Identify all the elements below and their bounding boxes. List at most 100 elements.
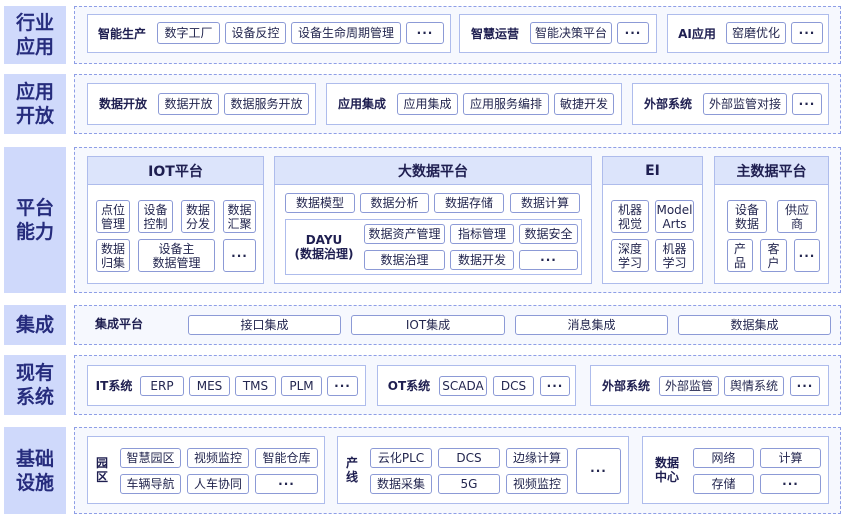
more-chip: ··· — [255, 474, 318, 494]
chip-data-asset-management: 数据资产管理 — [364, 224, 445, 244]
chip-customer: 客 户 — [760, 239, 787, 272]
group-header: 主数据平台 — [715, 157, 828, 185]
group-master-data-platform: 主数据平台 设备 数据 供应 商 产 品 客 户 ··· — [714, 156, 829, 284]
group-header: EI — [603, 157, 702, 185]
integration-title: 集成平台 — [94, 317, 143, 331]
group-data-open: 数据开放 数据开放 数据服务开放 — [87, 83, 316, 125]
dayu-subgroup: DAYU (数据治理) 数据资产管理 指标管理 数据安全 数据治理 数据开发 ·… — [285, 219, 582, 275]
more-chip: ··· — [576, 448, 621, 494]
chip-deep-learning: 深度 学习 — [611, 239, 649, 272]
chip-device-control: 设备 控制 — [138, 200, 173, 233]
chip-plm: PLM — [281, 376, 322, 396]
chip-smart-warehouse: 智能仓库 — [255, 448, 318, 468]
chip-edge-computing: 边缘计算 — [506, 448, 568, 468]
more-chip: ··· — [617, 22, 649, 44]
chip-dcs: DCS — [438, 448, 500, 468]
group-title: 数据 中心 — [654, 456, 679, 484]
chip-digital-factory: 数字工厂 — [157, 22, 220, 44]
group-title: AI应用 — [678, 26, 716, 41]
group-production-line: 产 线 云化PLC DCS 边缘计算 数据采集 5G 视频监控 ··· — [337, 436, 629, 504]
chip-data-security: 数据安全 — [519, 224, 578, 244]
more-chip: ··· — [760, 474, 821, 494]
chip-device-data: 设备 数据 — [727, 200, 767, 233]
chip-kiln-optimization: 窑磨优化 — [726, 22, 786, 44]
group-title: 外部系统 — [643, 97, 692, 111]
chip-data-governance: 数据治理 — [364, 250, 445, 270]
group-title: 园 区 — [95, 456, 108, 484]
chip-data-integration: 数据集成 — [678, 315, 831, 335]
more-chip: ··· — [790, 376, 820, 396]
group-iot-platform: IOT平台 点位 管理 设备 控制 数据 分发 数据 汇聚 数据 归集 设备主 … — [87, 156, 264, 284]
more-chip: ··· — [327, 376, 358, 396]
group-external-system: 外部系统 外部监管 舆情系统 ··· — [590, 365, 829, 406]
chip-data-collection: 数据 归集 — [96, 239, 130, 272]
layer-label-industry: 行业 应用 — [4, 6, 66, 64]
chip-data-aggregation: 数据 汇聚 — [223, 200, 256, 233]
group-ei: EI 机器 视觉 Model Arts 深度 学习 机器 学习 — [602, 156, 703, 284]
group-title: 数据开放 — [98, 97, 147, 111]
dayu-title: DAYU (数据治理) — [294, 233, 354, 261]
chip-5g: 5G — [438, 474, 500, 494]
chip-iot-integration: IOT集成 — [351, 315, 505, 335]
chip-external-regulation: 外部监管对接 — [703, 93, 787, 115]
chip-point-management: 点位 管理 — [96, 200, 130, 233]
group-header: 大数据平台 — [275, 157, 591, 185]
chip-data-service-open: 数据服务开放 — [224, 93, 309, 115]
group-ai-application: AI应用 窑磨优化 ··· — [667, 14, 829, 53]
chip-modelarts: Model Arts — [655, 200, 694, 233]
chip-agile-dev: 敏捷开发 — [554, 93, 614, 115]
chip-mes: MES — [189, 376, 230, 396]
chip-scada: SCADA — [439, 376, 487, 396]
group-bigdata-platform: 大数据平台 数据模型 数据分析 数据存储 数据计算 DAYU (数据治理) 数据… — [274, 156, 592, 284]
chip-interface-integration: 接口集成 — [188, 315, 341, 335]
group-data-center: 数据 中心 网络 计算 存储 ··· — [642, 436, 829, 504]
chip-data-storage: 数据存储 — [434, 193, 504, 213]
chip-message-integration: 消息集成 — [515, 315, 668, 335]
chip-video-monitoring: 视频监控 — [506, 474, 568, 494]
chip-product: 产 品 — [727, 239, 753, 272]
group-app-integration: 应用集成 应用集成 应用服务编排 敏捷开发 — [326, 83, 622, 125]
chip-data-model: 数据模型 — [285, 193, 355, 213]
chip-cloud-plc: 云化PLC — [370, 448, 432, 468]
more-chip: ··· — [406, 22, 444, 44]
more-chip: ··· — [791, 22, 823, 44]
group-park: 园 区 智慧园区 视频监控 智能仓库 车辆导航 人车协同 ··· — [87, 436, 325, 504]
layer-label-open: 应用 开放 — [4, 74, 66, 134]
chip-machine-learning: 机器 学习 — [655, 239, 694, 272]
group-ot-system: OT系统 SCADA DCS ··· — [377, 365, 576, 406]
chip-supplier: 供应 商 — [777, 200, 817, 233]
chip-storage: 存储 — [693, 474, 754, 494]
chip-data-development: 数据开发 — [450, 250, 514, 270]
group-title: 智慧运营 — [470, 26, 519, 41]
group-title: 外部系统 — [601, 378, 650, 393]
chip-erp: ERP — [140, 376, 184, 396]
chip-machine-vision: 机器 视觉 — [611, 200, 649, 233]
chip-app-integration: 应用集成 — [397, 93, 458, 115]
group-title: 智能生产 — [97, 26, 146, 41]
more-chip: ··· — [794, 239, 820, 272]
chip-service-orchestration: 应用服务编排 — [463, 93, 549, 115]
chip-data-distribution: 数据 分发 — [181, 200, 215, 233]
chip-public-opinion: 舆情系统 — [724, 376, 784, 396]
group-header: IOT平台 — [88, 157, 263, 185]
group-it-system: IT系统 ERP MES TMS PLM ··· — [87, 365, 366, 406]
group-title: 应用集成 — [337, 97, 386, 111]
chip-decision-platform: 智能决策平台 — [530, 22, 612, 44]
chip-device-lifecycle: 设备生命周期管理 — [291, 22, 401, 44]
group-smart-operation: 智慧运营 智能决策平台 ··· — [459, 14, 657, 53]
group-title: 产 线 — [345, 456, 358, 484]
chip-metric-management: 指标管理 — [450, 224, 514, 244]
chip-data-acquisition: 数据采集 — [370, 474, 432, 494]
chip-data-open: 数据开放 — [158, 93, 219, 115]
layer-label-existing: 现有 系统 — [4, 355, 66, 415]
chip-human-vehicle-collab: 人车协同 — [187, 474, 249, 494]
chip-video-surveillance: 视频监控 — [187, 448, 249, 468]
group-title: OT系统 — [387, 378, 431, 393]
group-external-system-open: 外部系统 外部监管对接 ··· — [632, 83, 829, 125]
layer-label-integration: 集成 — [4, 305, 66, 345]
chip-data-analysis: 数据分析 — [360, 193, 429, 213]
chip-smart-park: 智慧园区 — [120, 448, 181, 468]
chip-vehicle-navigation: 车辆导航 — [120, 474, 181, 494]
chip-external-supervision: 外部监管 — [659, 376, 719, 396]
chip-network: 网络 — [693, 448, 754, 468]
